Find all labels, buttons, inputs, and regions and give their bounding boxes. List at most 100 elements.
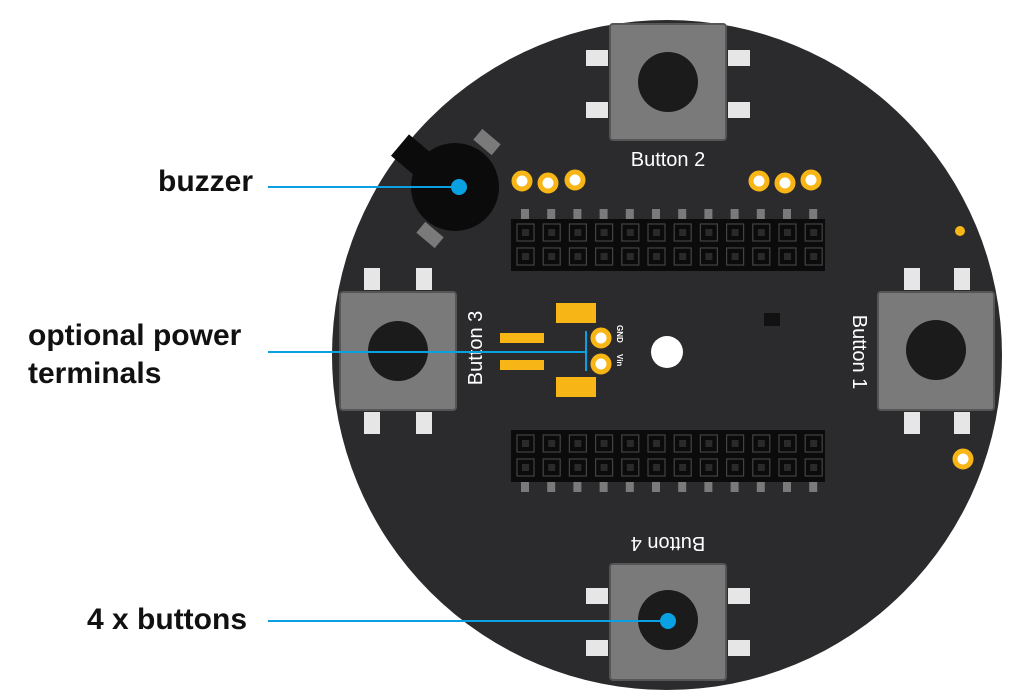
header-leg [730,482,739,492]
header-pin-socket [778,247,797,266]
header-pin-socket [673,434,692,453]
header-pin-hole [548,253,556,260]
header-pin-hole [810,253,818,260]
header-pin-hole [810,464,818,471]
header-pin-hole [522,229,529,236]
header-pin-socket [516,223,535,242]
header-pin-socket [725,458,745,477]
header-pin-socket [752,434,771,453]
power-callout-label-line1: optional power [28,319,242,352]
header-leg [730,209,739,219]
header-pin-socket [542,247,561,266]
mounting-hole [651,336,683,368]
header-pin-socket [699,434,719,453]
header-pin-socket [804,247,823,266]
power-callout-label-line2: terminals [28,357,162,390]
header-pin-socket [804,458,823,477]
header-pin-socket [778,458,797,477]
header-pin-hole [757,464,765,471]
header-pin-socket [804,223,823,242]
header-pin-socket [673,458,692,477]
header-pin-hole [600,440,608,447]
header-pin-socket [594,223,614,242]
header-pin-hole [522,464,529,471]
header-leg [573,482,582,492]
header-pin-hole [653,464,660,471]
header-pin-socket [752,247,771,266]
header-leg [573,209,582,219]
button-2-label: Button 2 [631,149,706,171]
button-3-label: Button 3 [465,311,487,386]
header-pin-hole [679,440,687,447]
header-pin-hole [548,229,556,236]
gold-pin-row-left [511,169,586,194]
header-pin-hole [731,440,739,447]
header-pin-socket [647,458,666,477]
header-pin-socket [516,434,535,453]
header-pin-socket [621,434,640,453]
header-pin-socket [725,247,745,266]
header-pin-hole [731,464,739,471]
header-pin-hole [626,253,634,260]
header-pin-hole [522,253,529,260]
header-leg [809,209,818,219]
gnd-pin-label: GND [615,325,624,343]
header-pin-socket [673,247,692,266]
header-pin-socket [699,247,719,266]
header-pin-socket [699,223,719,242]
header-pin-hole [731,253,739,260]
header-pin-socket [699,458,719,477]
header-pin-socket [568,458,588,477]
header-body [511,219,825,271]
header-pin-hole [705,464,713,471]
button-1 [877,268,995,434]
header-pin-hole [626,440,634,447]
header-pin-hole [679,253,687,260]
header-pin-socket [647,247,666,266]
callout-lines [268,179,676,629]
header-pin-hole [731,229,739,236]
header-pin-hole [705,440,713,447]
header-top [511,209,825,271]
header-pin-socket [647,223,666,242]
header-leg [809,482,818,492]
header-pin-hole [810,440,818,447]
header-pin-hole [574,440,582,447]
header-leg [547,209,556,219]
header-pin-socket [568,223,588,242]
header-pin-socket [568,434,588,453]
header-pin-hole [757,440,765,447]
header-pin-hole [626,464,634,471]
header-pin-socket [516,247,535,266]
header-leg [756,209,765,219]
header-pin-socket [804,434,823,453]
gold-pin-right [952,448,974,470]
header-pin-socket [725,223,745,242]
header-pin-hole [757,229,765,236]
header-pin-socket [673,223,692,242]
header-pin-hole [574,229,582,236]
header-pin-hole [600,464,608,471]
header-pin-hole [679,229,687,236]
header-pin-hole [522,440,529,447]
header-leg [625,209,634,219]
button-4-label: Button 4 [631,532,706,554]
header-pin-hole [784,440,791,447]
header-pin-socket [542,223,561,242]
header-pin-socket [594,458,614,477]
header-pin-socket [621,458,640,477]
power-terminal [500,303,612,397]
header-pin-socket [778,434,797,453]
header-leg [547,482,556,492]
header-pin-hole [600,229,608,236]
header-leg [599,209,608,219]
buttons-callout-label: 4 x buttons [87,603,248,636]
vin-pin-label: Vin [615,354,624,366]
header-leg [521,209,529,219]
header-pin-socket [568,247,588,266]
header-pin-socket [621,247,640,266]
header-leg [652,482,660,492]
header-pin-socket [542,434,561,453]
header-pin-hole [784,253,791,260]
